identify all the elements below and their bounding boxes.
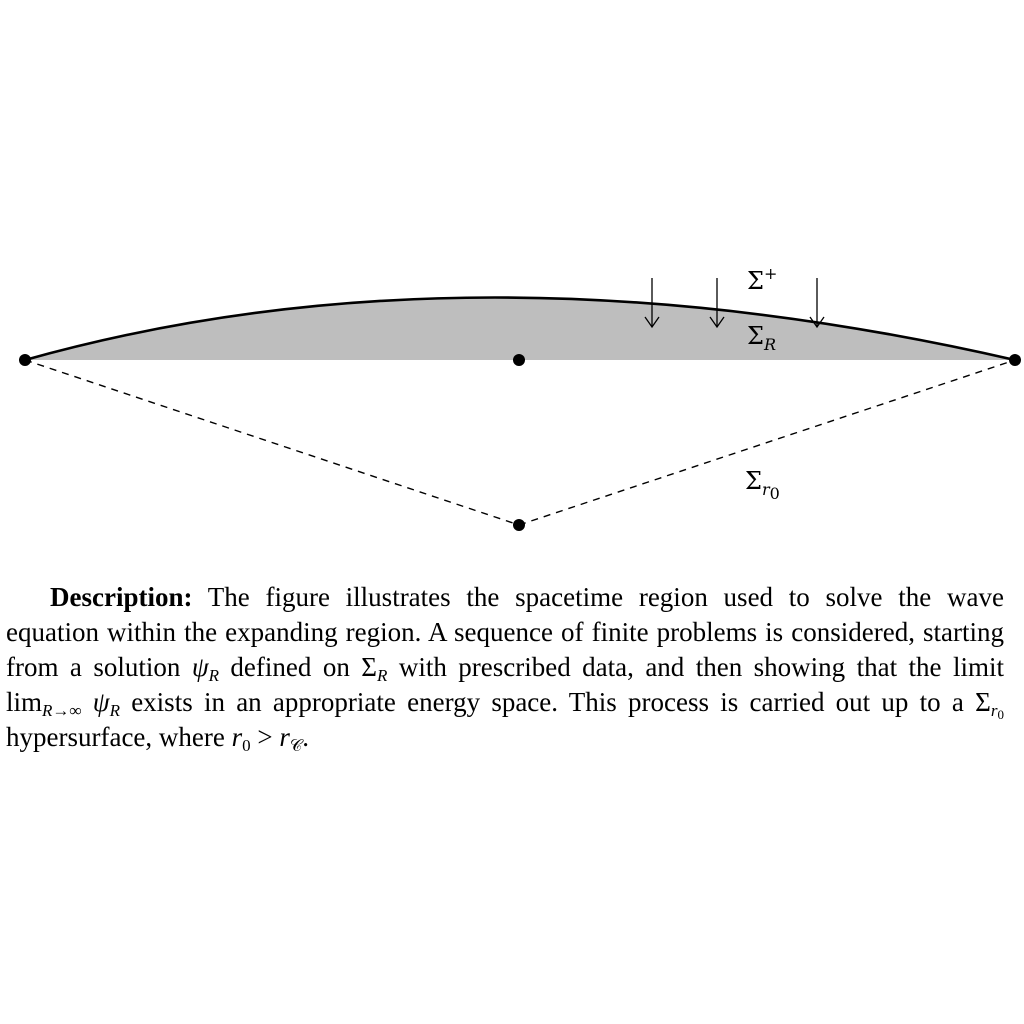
caption-heading: Description: — [50, 582, 193, 612]
psi-symbol-2: ψ — [92, 687, 110, 717]
psi-symbol: ψ — [191, 652, 209, 682]
left-dashed-line — [24, 359, 520, 526]
caption-text-2: defined on — [218, 652, 362, 682]
sigma-subscript: R — [377, 666, 388, 685]
caption-text-3: with prescribed data, and then showing t… — [387, 652, 1004, 682]
sigma-symbol-2: Σ — [975, 687, 991, 717]
arrow-2 — [709, 278, 725, 329]
psi-subscript-2: R — [109, 701, 120, 720]
caption-text-4: exists in an appropriate energy space. T… — [119, 687, 976, 717]
center-dot — [513, 354, 525, 366]
caption-text-5: hypersurface, where — [6, 722, 232, 752]
right-vertex-dot — [1009, 354, 1021, 366]
greater-than: > — [250, 722, 280, 752]
bottom-vertex-dot — [513, 519, 525, 531]
caption-text-1: The figure illustrates the spacetime reg… — [6, 582, 1004, 682]
arrow-3 — [809, 278, 825, 329]
r0-symbol: r — [231, 722, 243, 752]
spacetime-diagram: Σ+ ΣR Σr0 — [19, 264, 1021, 531]
caption-paragraph: Description: The figure illustrates the … — [6, 580, 1004, 755]
sigma-subsubscript-2: 0 — [997, 707, 1005, 722]
r0-subscript: 0 — [242, 736, 251, 755]
rc-subscript: 𝒞 — [289, 736, 303, 755]
sigma-plus-label: Σ+ — [747, 264, 777, 295]
sigma-R-label: ΣR — [747, 322, 776, 354]
psi-subscript: R — [208, 666, 219, 685]
left-vertex-dot — [19, 354, 31, 366]
sigma-r0-label: Σr0 — [745, 467, 780, 503]
sigma-subscript-2: r — [990, 701, 998, 720]
lim-operator: lim — [6, 687, 43, 717]
lim-subscript: R→∞ — [42, 701, 82, 720]
sigma-plus-curve — [24, 296, 1016, 362]
right-dashed-line — [518, 359, 1016, 526]
shaded-region — [25, 297, 1015, 360]
figure-caption: Description: The figure illustrates the … — [6, 580, 1004, 755]
sigma-symbol: Σ — [361, 652, 377, 682]
arrow-1 — [644, 278, 660, 329]
rc-symbol: r — [279, 722, 290, 752]
caption-end: . — [302, 722, 310, 752]
